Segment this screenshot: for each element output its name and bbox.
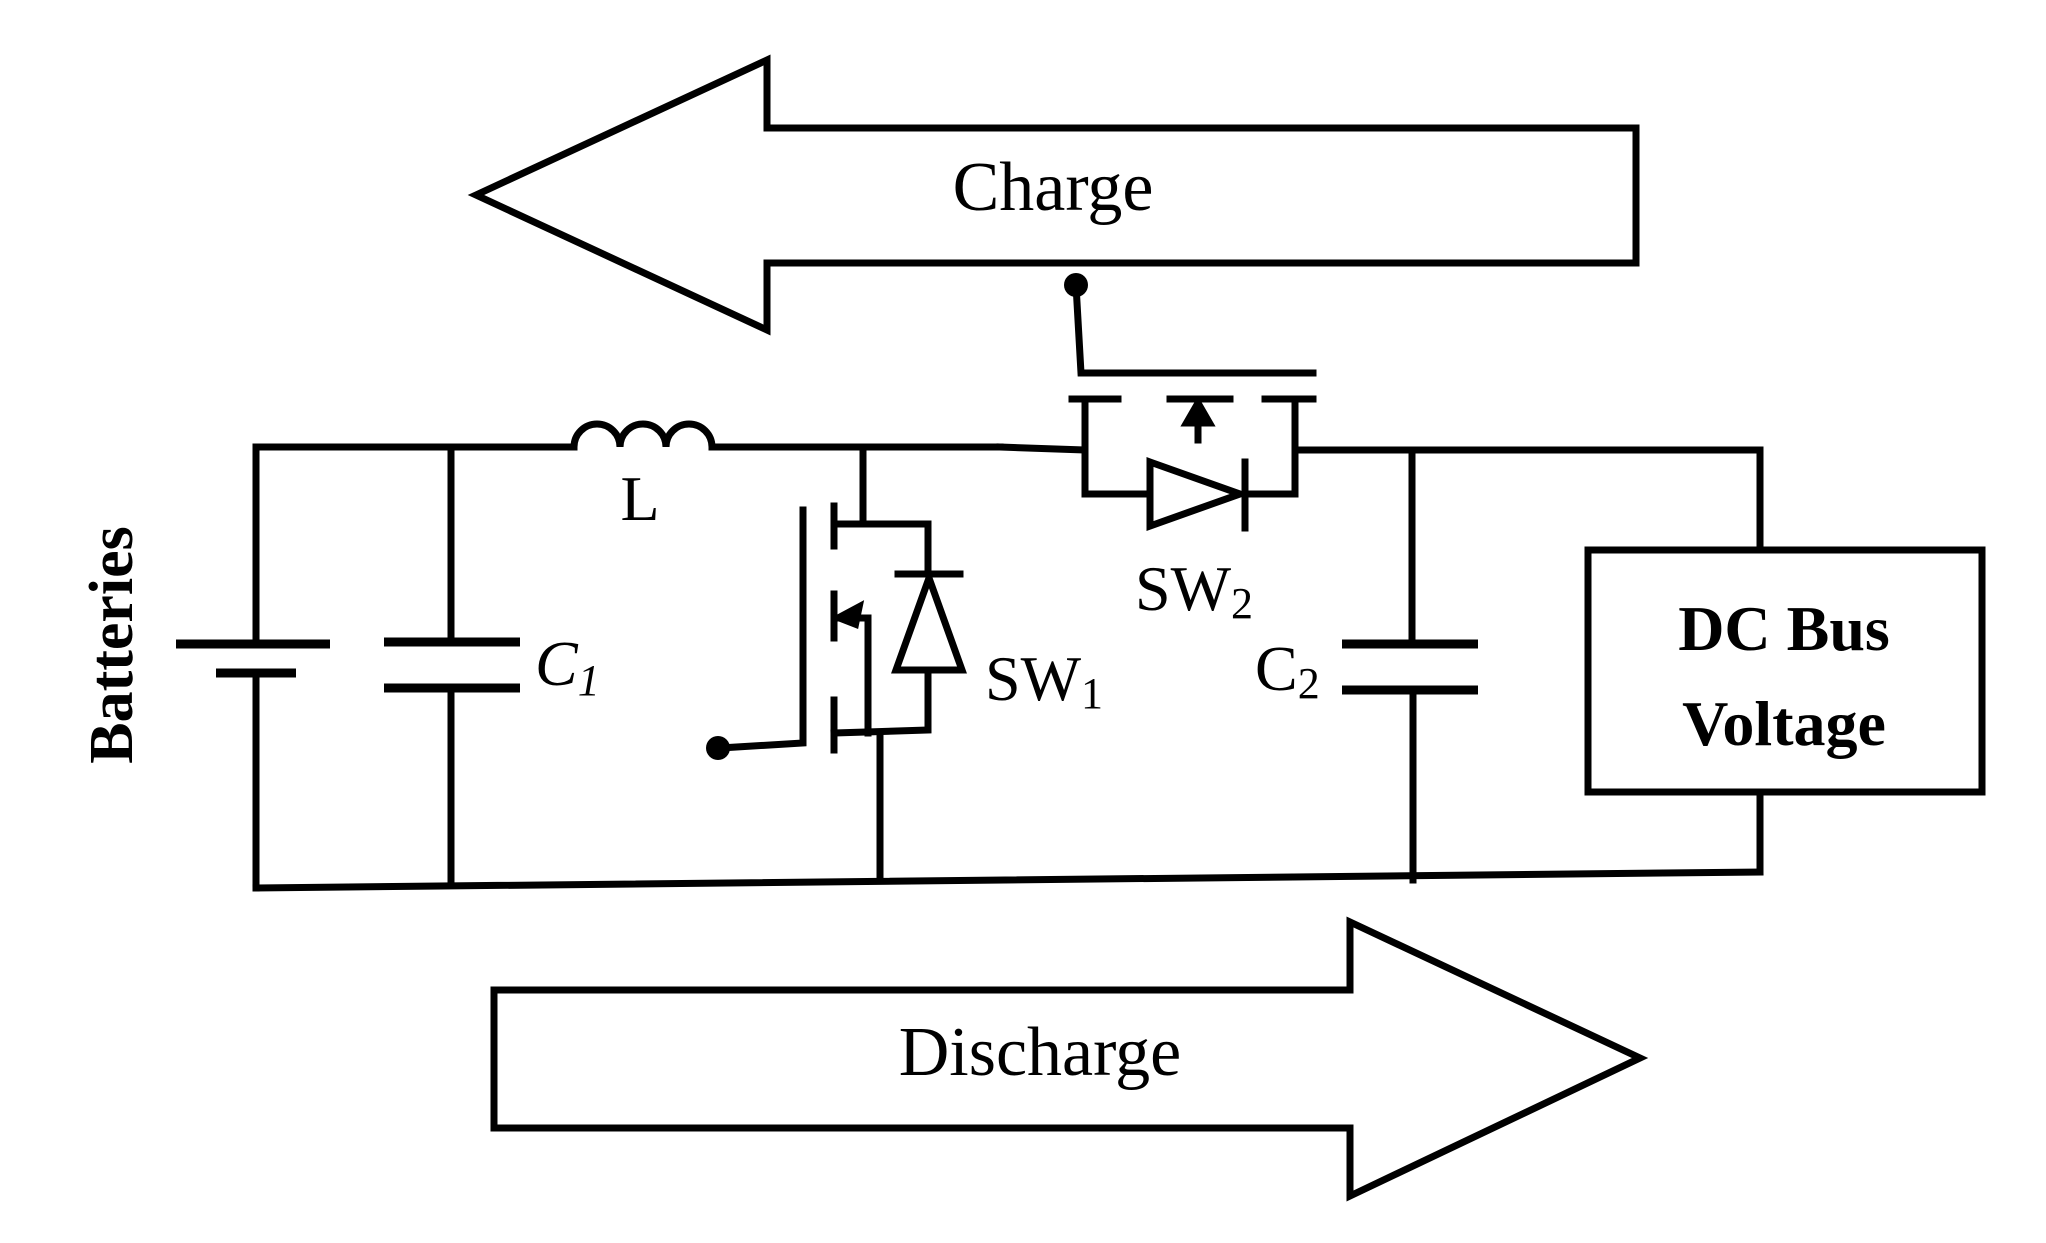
- sw1-label-main: SW: [985, 643, 1082, 714]
- c2-label-main: C: [1255, 633, 1298, 704]
- charge-arrow: Charge: [467, 54, 1640, 336]
- dc-bus-label-line1: DC Bus: [1678, 593, 1890, 664]
- sw2-label-main: SW: [1135, 553, 1232, 624]
- c1-label-sub: 1: [578, 656, 600, 705]
- capacitor-c2: C2: [1255, 446, 1478, 884]
- sw2-label-sub: 2: [1231, 579, 1253, 628]
- sw2-label: SW2: [1135, 553, 1253, 628]
- discharge-arrow: Discharge: [490, 916, 1649, 1202]
- battery-symbol: [176, 443, 330, 892]
- switch-sw2: SW2: [996, 273, 1764, 628]
- dc-bus-voltage-box: DC Bus Voltage: [1584, 446, 1986, 876]
- c1-label: C1: [535, 628, 600, 705]
- inductor-label: L: [620, 463, 659, 534]
- inductor-l: L: [252, 420, 1004, 534]
- batteries-label: Batteries: [78, 526, 146, 764]
- dc-bus-label-line2: Voltage: [1682, 688, 1886, 759]
- c2-label: C2: [1255, 633, 1320, 708]
- switch-sw1: SW1: [716, 443, 1103, 884]
- c2-label-sub: 2: [1298, 659, 1320, 708]
- bottom-wire: [252, 868, 1764, 892]
- sw1-label-sub: 1: [1081, 669, 1103, 718]
- capacitor-c1: C1: [384, 443, 600, 889]
- c1-label-main: C: [535, 628, 579, 699]
- discharge-label: Discharge: [899, 1014, 1182, 1091]
- charge-label: Charge: [953, 149, 1154, 226]
- sw1-label: SW1: [985, 643, 1103, 718]
- sw1-gate-terminal: [706, 736, 730, 760]
